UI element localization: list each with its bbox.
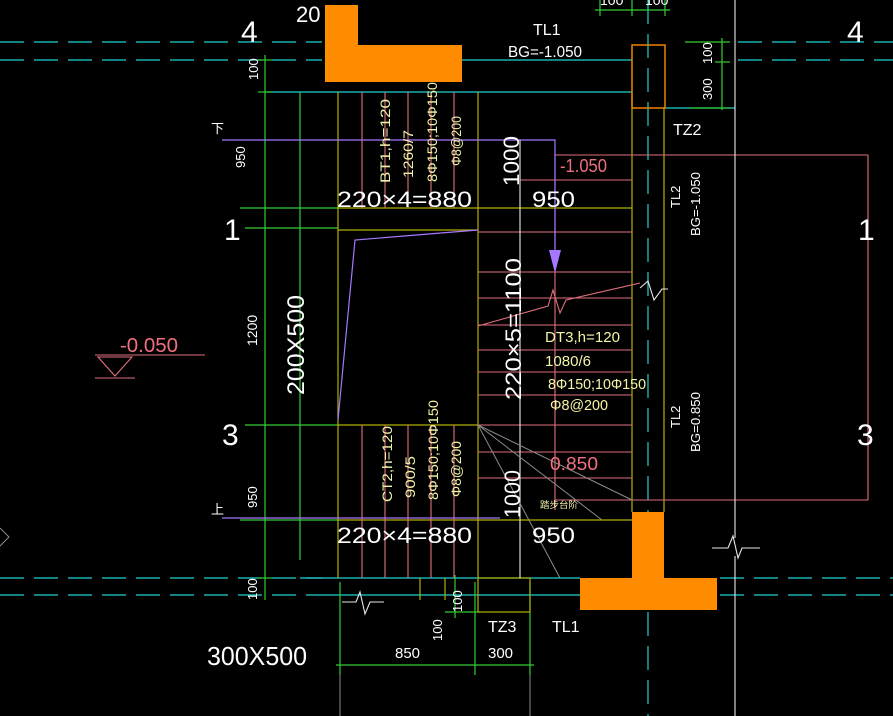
walk-down-label: 下	[211, 121, 224, 136]
ct2-main-rebar: 8Φ150;10Φ150	[425, 400, 441, 500]
beam-tl2-lower-level: BG=0.850	[688, 392, 703, 452]
ct2-dist-rebar: Φ8@200	[448, 441, 464, 497]
dim-100-right: 100	[700, 42, 715, 64]
right-labels: 100 300 TZ2 TL2 BG=-1.050 TL2 BG=0.850	[668, 42, 715, 452]
bt1-steps: 1260/7	[400, 130, 416, 178]
dim-1200-left: 1200	[244, 315, 260, 346]
flight-diagonal	[477, 424, 603, 521]
beam-tl2-upper-label: TL2	[668, 186, 683, 208]
walk-up-label: 上	[211, 502, 224, 517]
dim-100-left-top: 100	[246, 58, 261, 80]
beam-size-left: 200X500	[283, 295, 310, 395]
beam-size-bottom: 300X500	[207, 641, 307, 671]
bt1-name: BT1,h=120	[377, 99, 393, 183]
down-arrow-line	[222, 139, 556, 252]
dimension-lines	[240, 0, 730, 675]
bt1-dist-rebar: Φ8@200	[448, 116, 464, 166]
bottom-labels: 100 100 TZ3 TL1 850 300 300X500	[207, 590, 580, 671]
ct2-run-dimension: 220×4=880	[337, 523, 472, 548]
flight-break-line	[477, 282, 641, 327]
top-labels: 20 100 100 TL1 BG=-1.050	[296, 0, 669, 61]
dim-850-bottom: 850	[395, 645, 420, 662]
beam-tl2-upper-level: BG=-1.050	[688, 172, 703, 236]
break-line-right	[712, 534, 760, 560]
column-tz3-label: TZ3	[488, 619, 517, 636]
dim-100-left-bottom: 100	[245, 578, 260, 600]
ct2-name: CT2,h=120	[379, 426, 395, 502]
arrow-lines	[222, 139, 561, 519]
dt3-main-rebar: 8Φ150;10Φ150	[548, 376, 646, 393]
column-tz3-outline	[477, 577, 531, 613]
grid-label-1-left: 1	[224, 214, 241, 247]
flight-bt1: BT1,h=120 1260/7 8Φ150;10Φ150 Φ8@200 220…	[337, 82, 607, 212]
grid-label-4-left: 4	[241, 16, 258, 49]
ct2-landing-dimension: 950	[532, 523, 575, 548]
break-line-column	[639, 280, 668, 302]
bt1-width-dimension: 1000	[499, 136, 524, 186]
bt1-landing-dimension: 950	[532, 187, 575, 212]
beam-tl1-bottom-label: TL1	[552, 619, 580, 636]
flight-dt3: 220×5=1100 DT3,h=120 1080/6 8Φ150;10Φ150…	[501, 258, 646, 414]
dim-950-left-top: 950	[233, 146, 248, 168]
column-mark: 20	[296, 2, 320, 27]
construction-lines	[0, 0, 760, 716]
lower-landing-level: 0.850	[550, 454, 598, 474]
floor-level-label: -0.050	[120, 335, 178, 357]
dim-300-bottom: 300	[488, 645, 513, 662]
column-top-left	[325, 5, 462, 82]
dim-950-left-bottom: 950	[245, 486, 260, 508]
dt3-dist-rebar: Φ8@200	[550, 397, 608, 414]
flight-ct2: CT2,h=120 900/5 8Φ150;10Φ150 Φ8@200 220×…	[337, 400, 598, 548]
column-bottom-right	[580, 512, 717, 610]
down-arrow-head	[549, 250, 561, 273]
columns	[325, 5, 717, 610]
grid-label-3-left: 3	[222, 419, 239, 452]
column-tz2-label: TZ2	[673, 122, 702, 139]
column-tz2-outline	[631, 44, 666, 109]
dim-300-right: 300	[700, 78, 715, 100]
grid-label-1-right: 1	[858, 214, 875, 247]
ct2-width-dimension: 1000	[500, 470, 525, 518]
grid-label-4-right: 4	[847, 16, 864, 49]
step-note: 踏步台阶	[540, 499, 578, 510]
bt1-main-rebar: 8Φ150;10Φ150	[424, 82, 440, 182]
dim-100-top-a: 100	[600, 0, 624, 8]
dt3-name: DT3,h=120	[545, 329, 620, 346]
beam-tl1-level: BG=-1.050	[508, 44, 582, 61]
dim-100-top-b: 100	[645, 0, 669, 8]
bt1-run-dimension: 220×4=880	[337, 187, 472, 212]
left-dimension-labels: 100 950 1200 200X500 950 100 下 上 -0.050	[120, 58, 310, 600]
dt3-steps: 1080/6	[545, 353, 591, 370]
ct2-steps: 900/5	[402, 456, 418, 498]
flight-diagonal	[477, 424, 633, 501]
grid-labels: 4 4 1 1 3 3	[222, 16, 875, 452]
dim-100-bottom-b: 100	[450, 590, 465, 612]
break-line-left	[0, 527, 10, 547]
level-mark-triangle	[96, 356, 134, 377]
break-line-bottom	[342, 590, 384, 616]
dim-100-bottom-a: 100	[430, 619, 445, 641]
beam-tl2-lower-label: TL2	[668, 406, 683, 428]
upper-landing-level: -1.050	[560, 156, 607, 176]
beam-tl1-label: TL1	[533, 22, 561, 39]
flight-diagonal	[477, 424, 561, 579]
grid-label-3-right: 3	[857, 419, 874, 452]
slab-opening-line	[337, 229, 479, 421]
dt3-run-dimension: 220×5=1100	[501, 258, 526, 400]
